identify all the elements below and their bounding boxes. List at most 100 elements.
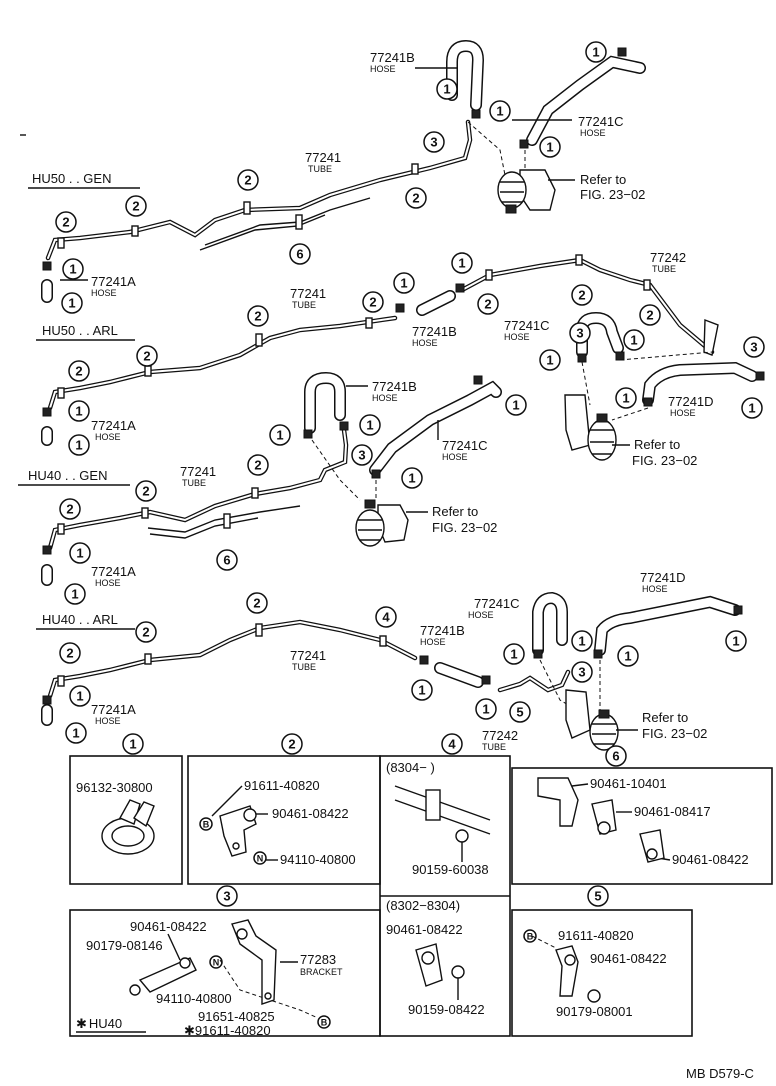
callout-circle: [68, 360, 90, 382]
detail-box-2: 91611-40820 90461-08422 94110-40800: [187, 755, 381, 885]
label-77241c: 77241C: [578, 114, 624, 129]
bracket-drawing: [219, 805, 257, 857]
variant-label-hu40-gen: HU40 . . GEN: [28, 468, 107, 483]
label-hose: HOSE: [91, 288, 117, 298]
part-number: 90461-08422: [386, 922, 463, 937]
label-refer-to: Refer to: [634, 437, 680, 452]
callout-circle: [64, 583, 86, 605]
section-hu40-gen: HU40 . . GEN 77241 TUBE 77: [18, 371, 502, 588]
callout-circle: [509, 701, 531, 723]
fastener-marker: [317, 1015, 331, 1029]
callout-number: 1: [732, 634, 739, 649]
callout-circle: [216, 885, 238, 907]
detail-box-3: 90461-08422 90179-08146 77283 BRACKET 94…: [69, 909, 381, 1038]
part-number-marked: ✱91611-40820: [184, 1023, 271, 1038]
callout-circle: [411, 679, 433, 701]
tube-auxiliary: [204, 197, 371, 246]
label-77241a: 77241A: [91, 418, 136, 433]
callout-number: 1: [75, 438, 82, 453]
diagram-code: MB D579-C: [686, 1066, 754, 1081]
label-fig-ref: FIG. 23−02: [632, 453, 697, 468]
callout-number: 1: [400, 276, 407, 291]
callout-number: 1: [443, 82, 450, 97]
callout-number: 6: [612, 749, 619, 764]
callout-circle: [59, 498, 81, 520]
callout-circle: [639, 304, 661, 326]
label-hose: HOSE: [95, 578, 121, 588]
part-number: 90461-08422: [590, 951, 667, 966]
label-hose: HOSE: [420, 637, 446, 647]
callout-number: 1: [71, 587, 78, 602]
callout-circle: [615, 387, 637, 409]
label-77241: 77241: [290, 648, 326, 663]
callout-number: 1: [366, 418, 373, 433]
label-77241a: 77241A: [91, 274, 136, 289]
section-hu50-arl: HU50 . . ARL: [36, 250, 765, 468]
callout-circle: [59, 642, 81, 664]
hose-clamp-drawing: [101, 799, 155, 855]
callout-circle: [69, 685, 91, 707]
callout-number: 2: [254, 309, 261, 324]
vsv-valve: [497, 169, 556, 214]
label-tube: TUBE: [292, 662, 316, 672]
callout-number: 2: [244, 173, 251, 188]
callout-circle: [477, 293, 499, 315]
part-number: 94110-40800: [280, 852, 356, 867]
callout-circle: [441, 733, 463, 755]
callout-number: 1: [748, 401, 755, 416]
callout-number: 2: [142, 625, 149, 640]
label-tube: TUBE: [482, 742, 506, 752]
callout-number: 2: [412, 191, 419, 206]
label-77241: 77241: [305, 150, 341, 165]
label-fig-ref: FIG. 23−02: [642, 726, 707, 741]
callout-circle: [585, 41, 607, 63]
callout-number: 1: [69, 262, 76, 277]
label-hose: HOSE: [504, 332, 530, 342]
callout-number: 1: [418, 683, 425, 698]
part-number: 90461-08422: [272, 806, 349, 821]
fastener-letter: N: [213, 958, 220, 968]
callout-number: 2: [132, 199, 139, 214]
callout-number: 1: [592, 45, 599, 60]
label-77241b: 77241B: [420, 623, 465, 638]
callout-number: 2: [66, 502, 73, 517]
fastener-letter: N: [257, 854, 264, 864]
callout-number: 1: [75, 404, 82, 419]
callout-number: 6: [223, 553, 230, 568]
fastener-marker: [199, 817, 213, 831]
label-hose: HOSE: [468, 610, 494, 620]
part-number: 90179-08146: [86, 938, 163, 953]
callout-circle: [569, 322, 591, 344]
callout-number: 1: [482, 702, 489, 717]
callout-number: 1: [276, 428, 283, 443]
label-77241d: 77241D: [640, 570, 686, 585]
callout-circle: [393, 272, 415, 294]
label-tube: TUBE: [182, 478, 206, 488]
callout-number: 1: [76, 689, 83, 704]
callout-circle: [571, 661, 593, 683]
fastener-marker: [253, 851, 267, 865]
callout-circle: [65, 722, 87, 744]
callout-number: 1: [546, 353, 553, 368]
callout-circle: [269, 424, 291, 446]
callout-circle: [61, 292, 83, 314]
fastener-marker: [209, 955, 223, 969]
tube-77241: [47, 427, 349, 551]
callout-number: 3: [223, 889, 230, 904]
part-number: 90461-08422: [672, 852, 749, 867]
label-77241: 77241: [290, 286, 326, 301]
callout-number: 2: [66, 646, 73, 661]
callout-circle: [289, 243, 311, 265]
clamp-drawing: [394, 785, 491, 1000]
callout-circle: [237, 169, 259, 191]
callout-circle: [136, 345, 158, 367]
label-tube: TUBE: [292, 300, 316, 310]
callout-circle: [216, 549, 238, 571]
label-hose: HOSE: [95, 716, 121, 726]
callout-number: 5: [516, 705, 523, 720]
callout-number: 2: [253, 596, 260, 611]
callout-number: 3: [578, 665, 585, 680]
clamp-drawing: [537, 777, 665, 863]
part-number: 91611-40820: [558, 928, 634, 943]
